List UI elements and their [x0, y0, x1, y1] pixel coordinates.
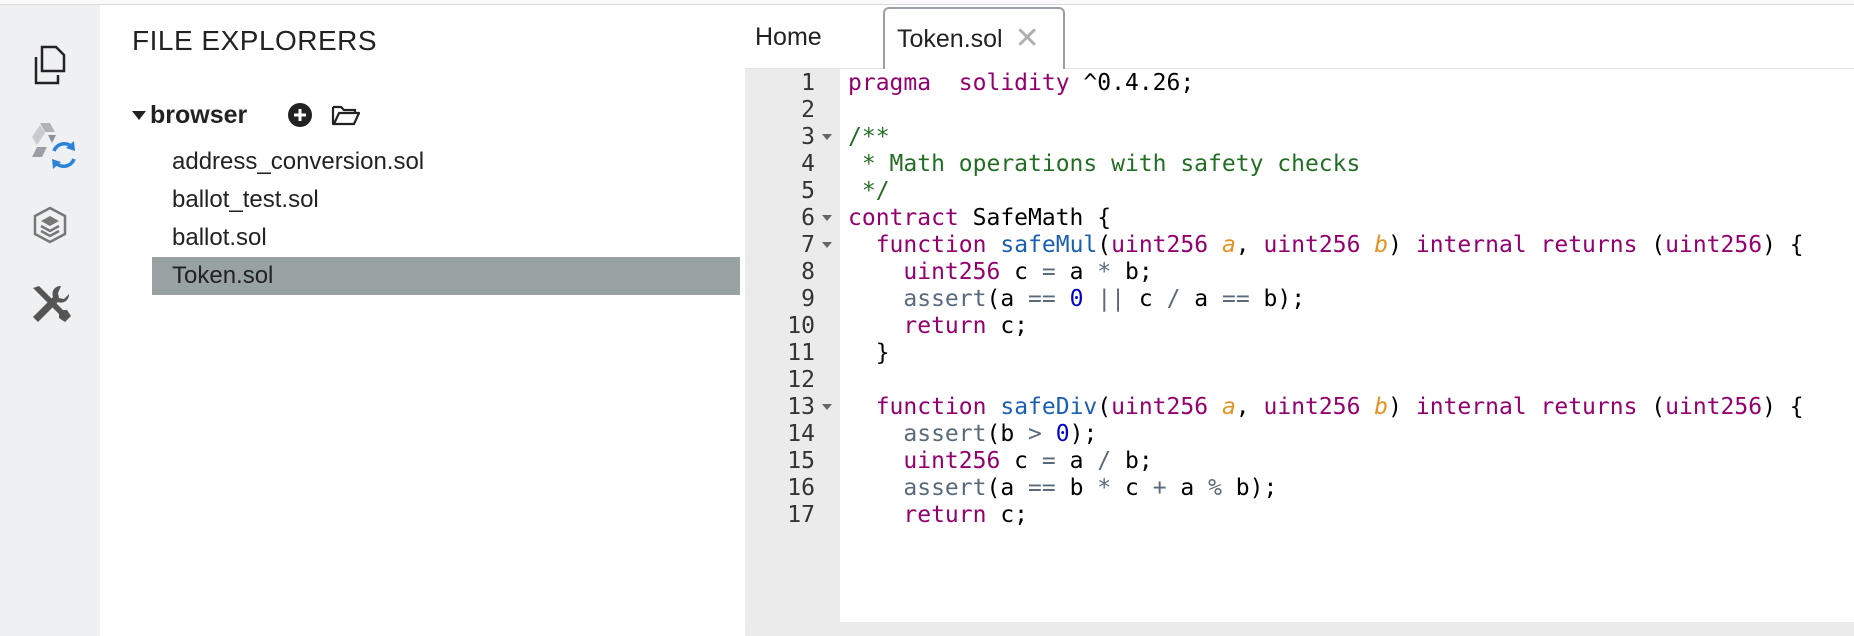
code-line: 17 return c; [745, 499, 1854, 531]
code-text: uint256 c = a / b; [903, 448, 1153, 474]
compile-button[interactable] [0, 105, 100, 185]
line-number: 9 [801, 286, 815, 312]
code-line: 9 assert(a == 0 || c / a == b); [745, 283, 1854, 315]
code-line: 12 [745, 364, 1854, 396]
close-icon[interactable]: ✕ [1014, 22, 1040, 55]
code-text: assert(a == 0 || c / a == b); [903, 286, 1306, 312]
code-line: 5 */ [745, 175, 1854, 207]
code-line: 6 contract SafeMath { [745, 202, 1854, 234]
file-item[interactable]: ballot.sol [172, 224, 267, 251]
line-number: 2 [801, 97, 815, 123]
code-text: pragma solidity ^0.4.26; [848, 70, 1195, 96]
line-number: 11 [787, 340, 815, 366]
code-text: uint256 c = a * b; [903, 259, 1153, 285]
line-number: 1 [801, 70, 815, 96]
plus-circle-icon [288, 103, 313, 127]
code-text: function safeMul(uint256 a, uint256 b) i… [875, 232, 1804, 258]
line-number: 7 [801, 232, 815, 258]
file-item[interactable]: ballot_test.sol [172, 186, 319, 213]
fold-arrow-icon[interactable] [822, 242, 832, 248]
line-number: 17 [787, 502, 815, 528]
line-number: 14 [787, 421, 815, 447]
deploy-icon [33, 206, 67, 244]
code-line: 7 function safeMul(uint256 a, uint256 b)… [745, 229, 1854, 261]
code-line: 1 pragma solidity ^0.4.26; [745, 69, 1854, 99]
line-number: 12 [787, 367, 815, 393]
code-text: return c; [903, 313, 1029, 339]
code-line: 11 } [745, 337, 1854, 369]
code-text: return c; [903, 502, 1029, 528]
line-number: 15 [787, 448, 815, 474]
code-text: } [848, 340, 890, 366]
fold-arrow-icon[interactable] [822, 134, 832, 140]
deploy-button[interactable] [0, 185, 100, 265]
line-number: 10 [787, 313, 815, 339]
line-number: 5 [801, 178, 815, 204]
line-number: 16 [787, 475, 815, 501]
line-number: 3 [801, 124, 815, 150]
create-file-button[interactable] [287, 102, 313, 128]
workspace-row[interactable]: browser [132, 97, 379, 133]
fold-arrow-icon[interactable] [822, 215, 832, 221]
file-list: address_conversion.sol ballot_test.sol b… [152, 143, 740, 295]
line-number: 13 [787, 394, 815, 420]
line-gutter [745, 69, 840, 622]
file-explorer-icon [34, 45, 66, 85]
code-line: 10 return c; [745, 310, 1854, 342]
folder-open-icon [332, 105, 361, 126]
file-item-selected[interactable]: Token.sol [152, 257, 740, 295]
code-text: * Math operations with safety checks [848, 151, 1361, 177]
code-line: 16 assert(a == b * c + a % b); [745, 472, 1854, 504]
code-line: 4 * Math operations with safety checks [745, 148, 1854, 180]
top-border [0, 0, 1854, 5]
code-line: 3 /** [745, 121, 1854, 153]
tab-bar: Home Token.sol ✕ [745, 5, 1854, 69]
code-text: assert(b > 0); [903, 421, 1098, 447]
editor-panel: Home Token.sol ✕ 1 pragma solidity ^0.4.2… [745, 5, 1854, 636]
code-text: */ [848, 178, 890, 204]
tab-home[interactable]: Home [755, 23, 822, 51]
compile-icon [32, 123, 76, 169]
open-folder-button[interactable] [331, 103, 361, 127]
line-number: 4 [801, 151, 815, 177]
file-explorer-button[interactable] [0, 25, 100, 105]
code-text: function safeDiv(uint256 a, uint256 b) i… [875, 394, 1804, 420]
code-line: 8 uint256 c = a * b; [745, 256, 1854, 288]
code-text: contract SafeMath { [848, 205, 1112, 231]
line-number: 8 [801, 259, 815, 285]
settings-icon [33, 285, 71, 322]
icon-panel [0, 5, 100, 636]
code-text: assert(a == b * c + a % b); [903, 475, 1278, 501]
fold-arrow-icon[interactable] [822, 404, 832, 410]
tab-token-sol[interactable]: Token.sol ✕ [883, 7, 1065, 69]
code-text: /** [848, 124, 890, 150]
code-line: 15 uint256 c = a / b; [745, 445, 1854, 477]
file-item[interactable]: address_conversion.sol [172, 148, 425, 175]
code-line: 14 assert(b > 0); [745, 418, 1854, 450]
caret-down-icon[interactable] [132, 110, 146, 120]
code-line: 2 [745, 94, 1854, 126]
code-line: 13 function safeDiv(uint256 a, uint256 b… [745, 391, 1854, 423]
horizontal-scrollbar[interactable] [745, 622, 1854, 636]
workspace-label[interactable]: browser [150, 100, 248, 129]
tab-label: Token.sol [897, 24, 1003, 53]
line-number: 6 [801, 205, 815, 231]
settings-button[interactable] [0, 265, 100, 345]
panel-title: FILE EXPLORERS [132, 25, 378, 56]
file-explorer-panel: FILE EXPLORERS browser address_conversio… [100, 5, 745, 636]
